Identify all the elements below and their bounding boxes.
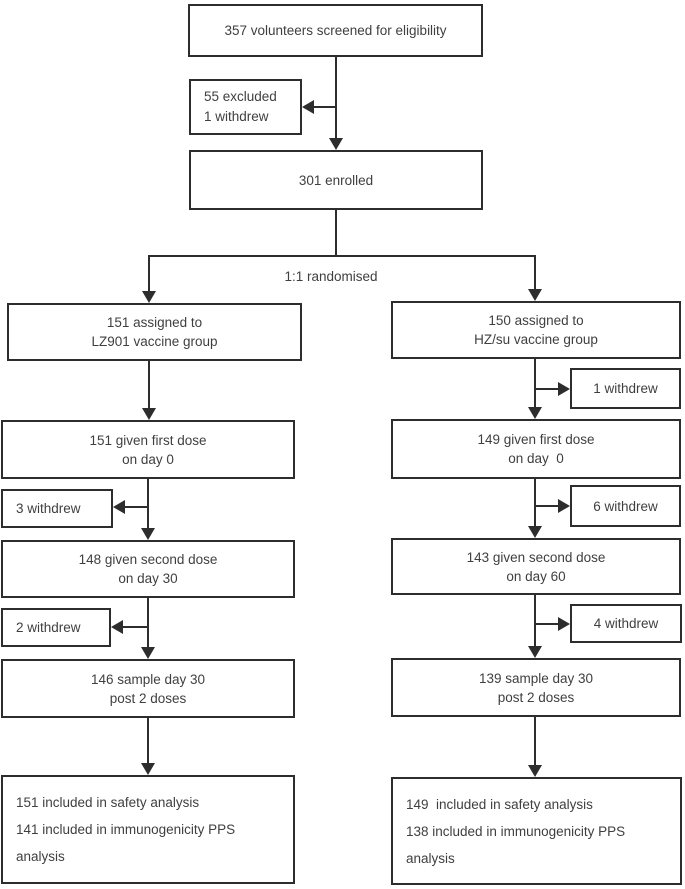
flow-lines [121,57,560,767]
node-hzsu-second-dose-line-1: 143 given second dose [466,549,606,565]
node-hzsu-second-dose: 143 given second dose on day 60 [391,538,681,595]
randomised-label: 1:1 randomised [284,269,378,284]
node-lz901-analysis-line-3: analysis [16,849,65,864]
node-enrolled-line-1: 301 enrolled [298,172,374,188]
node-lz901-first-dose: 151 given first dose on day 0 [1,420,295,479]
node-lz901-second-dose: 148 given second dose on day 30 [1,540,295,598]
node-lz901-first-dose-line-1: 151 given first dose [89,432,207,448]
node-enrolled: 301 enrolled [189,150,483,210]
node-lz901-withdrew-after-first-dose: 3 withdrew [1,489,113,528]
node-hzsu-analysis-line-1: 149 included in safety analysis [406,796,593,812]
node-hzsu-sample-line-2: post 2 doses [497,689,575,705]
node-hzsu-sample-line-1: 139 sample day 30 [478,670,594,686]
node-lz901-assigned-line-1: 151 assigned to [106,315,203,330]
node-hzsu-sample: 139 sample day 30 post 2 doses [391,658,681,717]
node-lz901-sample-line-2: post 2 doses [109,690,187,706]
node-hzsu-first-dose: 149 given first dose on day 0 [391,419,681,479]
node-screened-line-1: 357 volunteers screened for eligibility [224,23,447,38]
node-lz901-analysis-line-1: 151 included in safety analysis [16,795,200,810]
node-lz901-second-dose-line-2: on day 30 [118,571,178,586]
node-hzsu-first-dose-line-2: on day 0 [508,451,564,466]
node-lz901-withdrew-after-first-dose-line-1: 3 withdrew [16,501,81,516]
node-excluded-line-2: 1 withdrew [204,109,269,124]
arrowheads [111,100,570,777]
node-lz901-withdrew-after-second-dose: 2 withdrew [1,608,111,647]
node-hzsu-second-dose-line-2: on day 60 [506,568,566,584]
node-hzsu-analysis-line-2: 138 included in immunogenicity PPS [406,823,626,839]
node-hzsu-withdrew-after-assignment: 1 withdrew [570,368,681,409]
node-hzsu-analysis: 149 included in safety analysis 138 incl… [391,777,682,885]
node-hzsu-withdrew-after-first-dose-line-1: 6 withdrew [593,498,658,514]
node-lz901-assigned-line-2: LZ901 vaccine group [91,334,218,349]
node-hzsu-analysis-line-3: analysis [406,850,455,866]
node-lz901-sample: 146 sample day 30 post 2 doses [1,659,295,718]
node-excluded-line-1: 55 excluded [204,89,277,104]
node-lz901-sample-line-1: 146 sample day 30 [90,671,206,687]
node-lz901-assigned: 151 assigned to LZ901 vaccine group [7,303,302,361]
node-hzsu-withdrew-after-assignment-line-1: 1 withdrew [593,381,658,396]
node-lz901-analysis-line-2: 141 included in immunogenicity PPS [16,822,236,837]
node-hzsu-withdrew-after-second-dose-line-1: 4 withdrew [593,616,659,631]
node-lz901-first-dose-line-2: on day 0 [122,451,174,467]
node-hzsu-first-dose-line-1: 149 given first dose [477,432,595,447]
node-lz901-second-dose-line-1: 148 given second dose [78,552,218,567]
node-excluded: 55 excluded 1 withdrew [189,79,302,135]
node-hzsu-assigned: 150 assigned to HZ/su vaccine group [391,301,681,359]
node-hzsu-assigned-line-2: HZ/su vaccine group [474,332,598,347]
node-hzsu-withdrew-after-first-dose: 6 withdrew [570,485,681,527]
node-lz901-withdrew-after-second-dose-line-1: 2 withdrew [16,620,81,635]
node-hzsu-withdrew-after-second-dose: 4 withdrew [570,604,682,643]
node-lz901-analysis: 151 included in safety analysis 141 incl… [1,775,295,884]
node-screened: 357 volunteers screened for eligibility [188,4,483,57]
node-hzsu-assigned-line-1: 150 assigned to [488,313,584,328]
